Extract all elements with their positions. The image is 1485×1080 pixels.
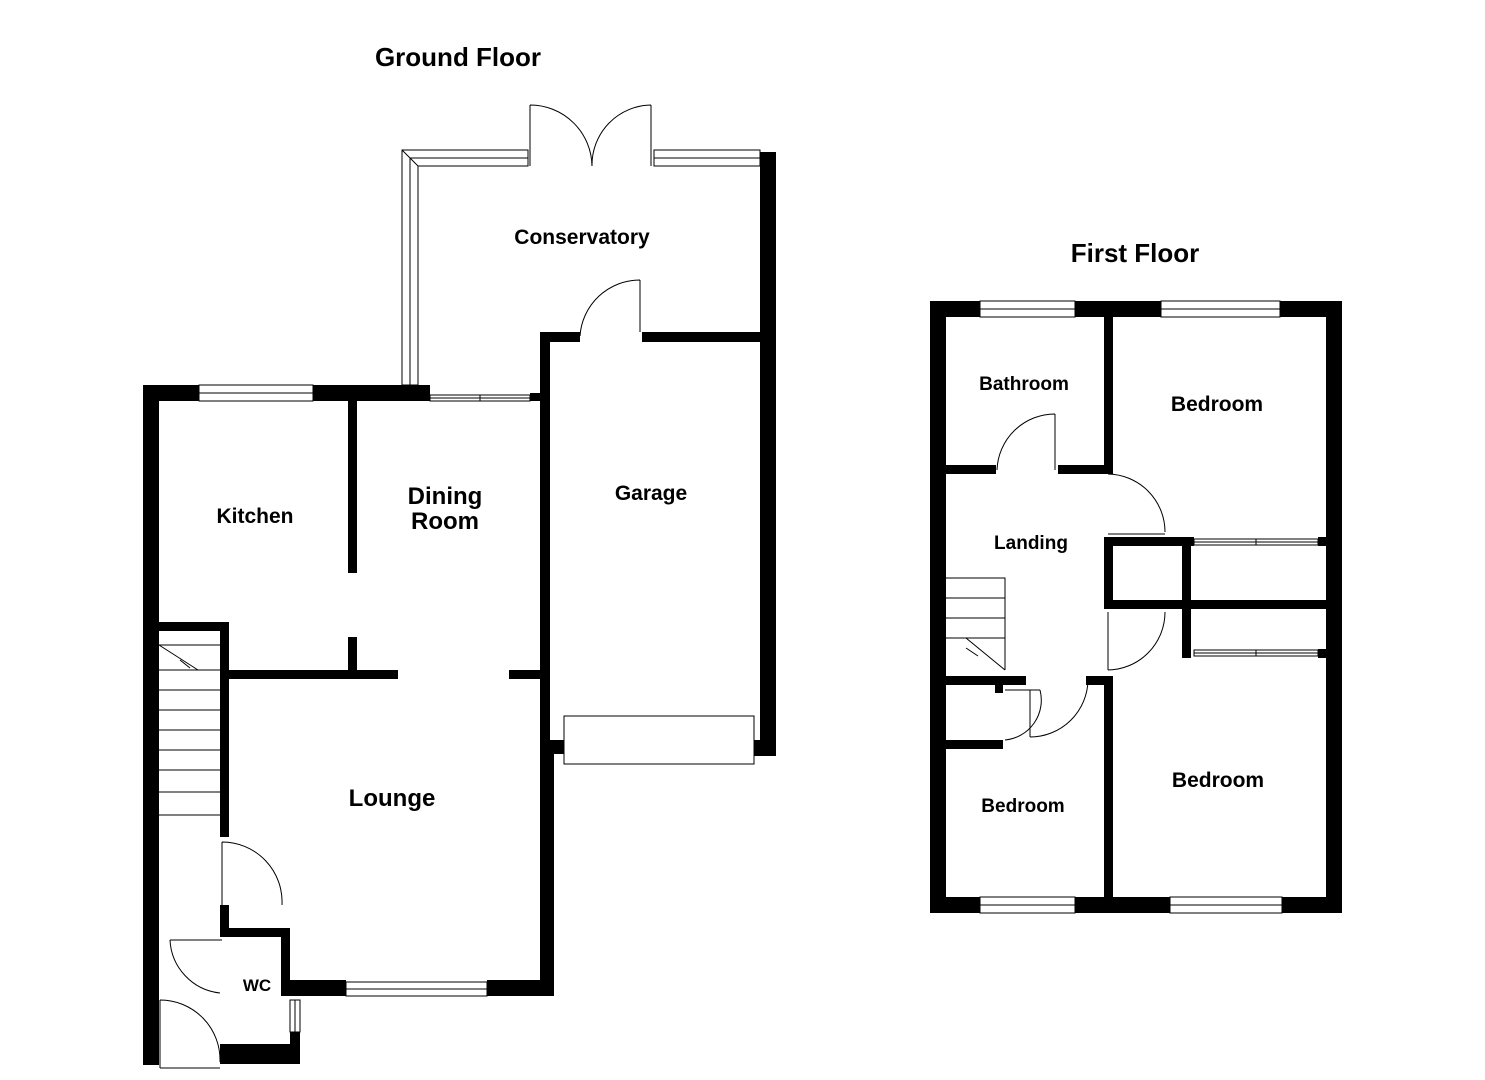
ground-floor: Ground Floor: [143, 42, 776, 1069]
room-label-dining-room-line2: Room: [411, 508, 479, 535]
ground-floor-windows: [198, 149, 761, 1033]
ground-floor-doors: [159, 104, 652, 1069]
room-label-kitchen: Kitchen: [216, 505, 293, 528]
first-floor: First Floor: [930, 238, 1342, 914]
first-floor-walls: [930, 301, 1342, 913]
room-label-conservatory: Conservatory: [514, 226, 650, 249]
first-floor-title: First Floor: [1071, 238, 1200, 268]
ground-floor-title: Ground Floor: [375, 42, 541, 72]
ground-floor-stairs: [158, 644, 220, 816]
room-label-lounge: Lounge: [349, 785, 436, 812]
room-label-bedroom-bottom-left: Bedroom: [981, 796, 1064, 817]
first-floor-windows: [979, 300, 1319, 914]
room-label-wc: WC: [243, 976, 271, 995]
room-label-bedroom-top-right: Bedroom: [1171, 393, 1263, 416]
room-label-landing: Landing: [994, 533, 1068, 554]
room-label-bedroom-bottom-right: Bedroom: [1172, 769, 1264, 792]
room-label-garage: Garage: [615, 482, 687, 505]
first-floor-doors: [996, 413, 1166, 741]
first-floor-stairs: [946, 577, 1006, 671]
room-label-bathroom: Bathroom: [979, 374, 1069, 395]
room-label-dining-room-line1: Dining: [408, 483, 483, 510]
ground-floor-walls: [143, 152, 776, 1065]
